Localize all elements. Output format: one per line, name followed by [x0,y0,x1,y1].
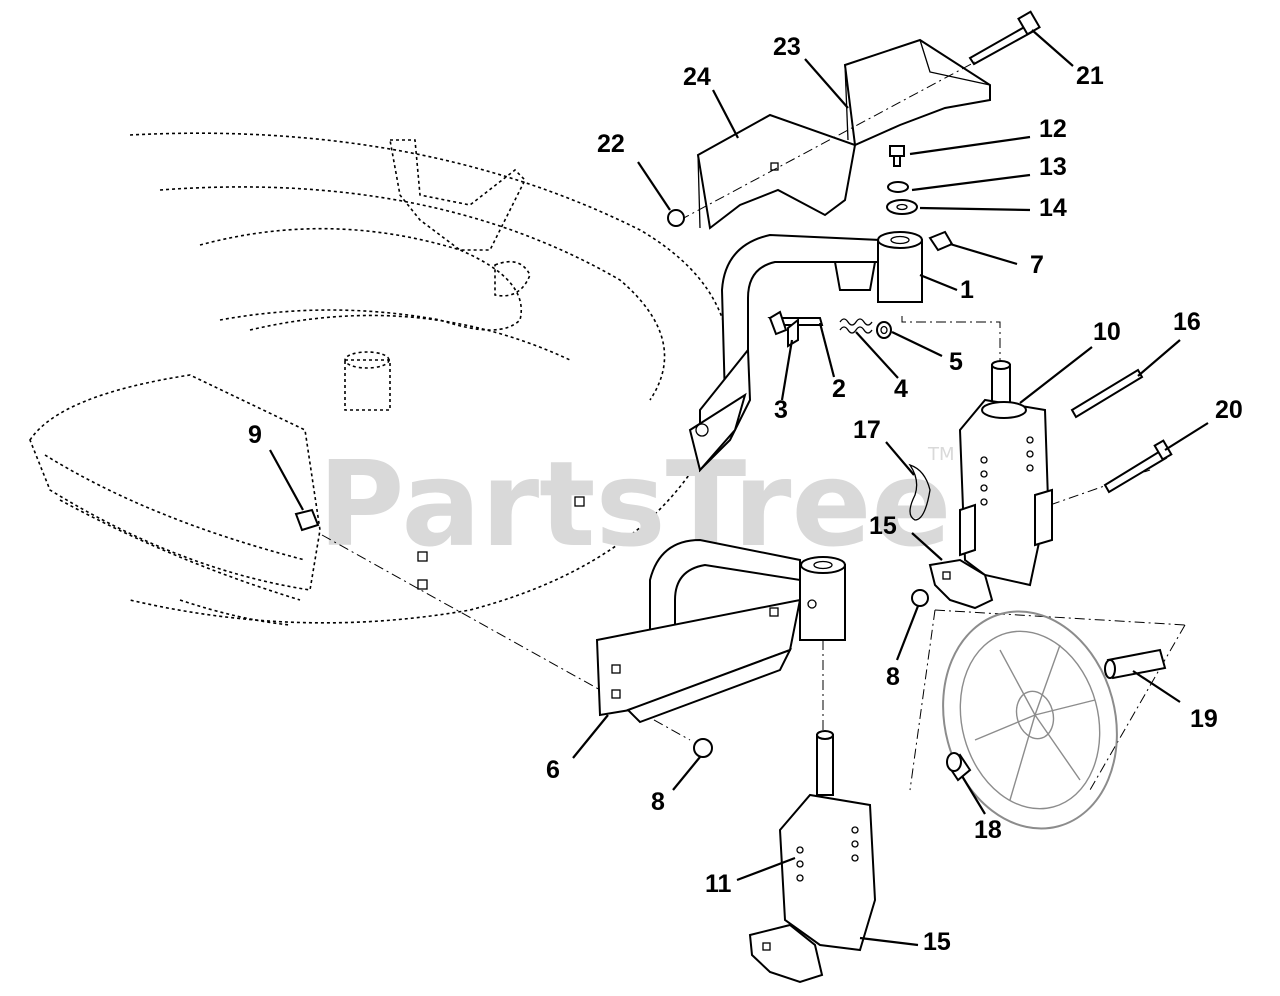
part-9-bolt [294,508,320,532]
callout-20: 20 [1215,396,1243,424]
part-3-clip [787,317,799,348]
callout-2: 2 [832,375,846,403]
part-4-spring [839,318,873,334]
watermark-trademark: TM [927,444,955,465]
callout-4: 4 [894,375,908,403]
leader-lines [269,29,1209,947]
callout-14: 14 [1039,194,1067,222]
callout-21: 21 [1076,62,1104,90]
part-19-axle-spacer [1104,648,1167,680]
part-13-washer [887,181,909,193]
part-24-shield [696,113,857,230]
callout-19: 19 [1190,705,1218,733]
part-14-washer [886,199,918,215]
callout-3: 3 [774,396,788,424]
callout-17: 17 [853,416,881,444]
part-1-caster-arm [688,231,923,473]
callout-13: 13 [1039,153,1067,181]
callout-11: 11 [705,870,732,898]
part-7-fitting [928,230,954,252]
part-10-caster-yoke [958,360,1053,587]
part-17-hairpin [908,463,931,521]
callout-15a: 15 [869,512,897,540]
part-18-bushing [946,752,972,782]
callout-1: 1 [960,276,974,304]
part-21-bolt [968,10,1041,66]
callout-5: 5 [949,348,963,376]
part-5-washer [876,321,892,339]
callout-24: 24 [683,63,711,91]
part-8-nut-right [911,589,929,607]
callout-16: 16 [1173,308,1201,336]
callout-9: 9 [248,421,262,449]
part-16-pin [1070,368,1144,419]
part-10-adjust-holes [980,436,1034,506]
watermark-text: PartsTree [318,435,952,573]
part-8-nut-left [693,738,713,758]
caster-wheel [942,610,1118,830]
part-21-centerline [679,61,976,221]
part-2-pin [767,310,824,336]
part-12-bolt [889,145,905,167]
callout-8b: 8 [651,788,665,816]
callout-8a: 8 [886,663,900,691]
part-11-adjust-holes [796,826,859,882]
callout-7: 7 [1030,251,1044,279]
callout-10: 10 [1093,318,1121,346]
part-22-nut [667,209,685,227]
part-6-caster-arm [595,538,846,724]
callout-22: 22 [597,130,625,158]
callout-15b: 15 [923,928,951,956]
callout-12: 12 [1039,115,1067,143]
part-15-fork-lower [748,923,824,984]
deck-bolt-holes [417,496,585,590]
part-11-caster-yoke [778,730,877,952]
watermark: PartsTree TM [318,435,955,573]
callout-6: 6 [546,756,560,784]
callout-18: 18 [974,816,1002,844]
callout-23: 23 [773,33,801,61]
part-15-fork-upper [928,558,994,610]
part-20-bolt [1103,439,1173,494]
callout-labels: 1 2 3 4 5 6 7 8 8 9 10 11 12 13 14 15 15… [248,33,1243,956]
